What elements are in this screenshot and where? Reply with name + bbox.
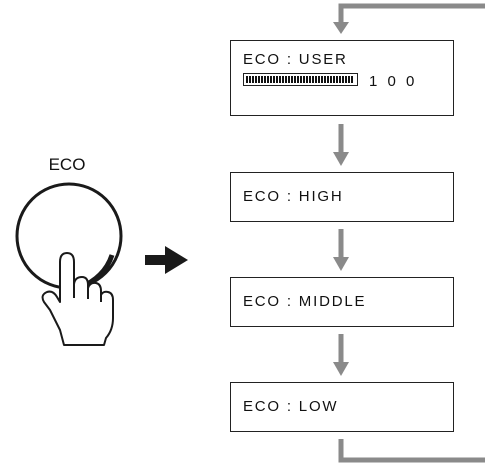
flow-arrow-high-to-middle — [333, 229, 349, 271]
flow-arrow-user-to-high — [333, 124, 349, 166]
mode-label-middle: ECO : MIDDLE — [243, 293, 367, 310]
user-level-bar[interactable] — [243, 73, 358, 86]
hand-icon — [41, 252, 114, 346]
loop-entry-arrowhead — [333, 22, 349, 34]
user-level-bar-fill — [246, 76, 355, 83]
eco-button-label: ECO — [48, 155, 86, 174]
loop-connector-top — [338, 3, 485, 24]
mode-label-low: ECO : LOW — [243, 398, 339, 415]
user-level-value: 1 0 0 — [369, 73, 418, 90]
mode-box-user: ECO : USER 1 0 0 — [230, 40, 454, 116]
press-arrow — [145, 246, 188, 274]
mode-box-middle: ECO : MIDDLE — [230, 277, 454, 327]
mode-box-low: ECO : LOW — [230, 382, 454, 432]
mode-box-high: ECO : HIGH — [230, 172, 454, 222]
flow-arrow-middle-to-low — [333, 334, 349, 376]
mode-label-high: ECO : HIGH — [243, 188, 344, 205]
loop-connector-bottom — [338, 439, 485, 463]
mode-label-user: ECO : USER — [243, 51, 348, 68]
